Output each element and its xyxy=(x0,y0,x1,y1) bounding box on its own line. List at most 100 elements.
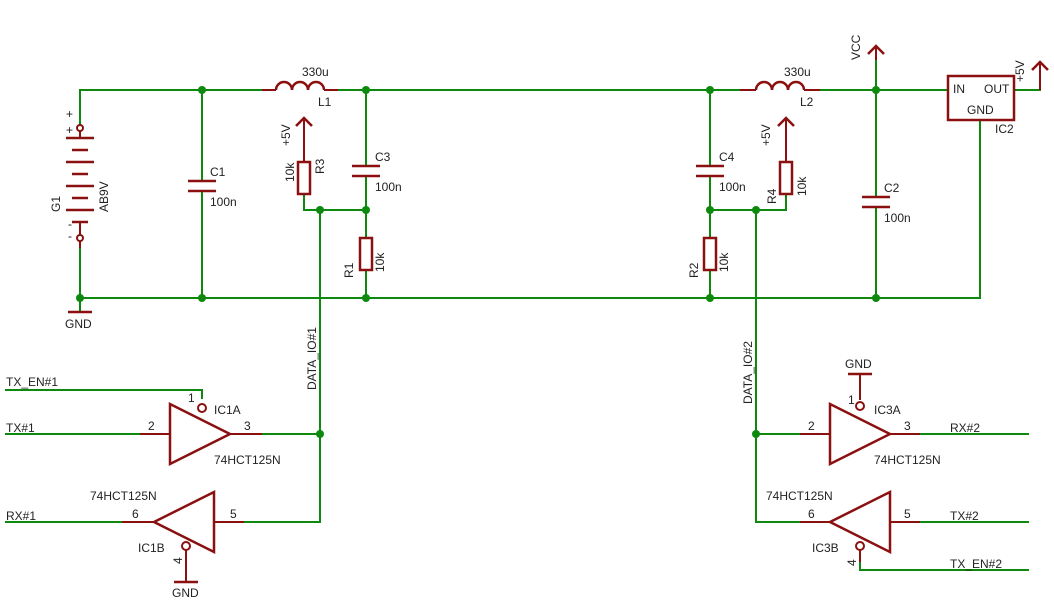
c1-value-label: 100n xyxy=(210,195,237,209)
ic1b-name-label: IC1B xyxy=(138,541,165,555)
r1-name-label: R1 xyxy=(342,262,356,278)
buffer-ic3b: 6 5 4 IC3B 74HCT125N xyxy=(766,489,920,566)
net-label-data-io1: DATA_IO#1 xyxy=(305,327,319,390)
ic1b-pin-4: 4 xyxy=(171,557,185,564)
r4-name-label: R4 xyxy=(765,188,779,204)
buffer-ic1a: 1 2 3 IC1A 74HCT125N xyxy=(140,391,281,467)
junction-dot xyxy=(706,86,714,94)
enable-bubble xyxy=(181,541,191,551)
gnd-label-left: GND xyxy=(65,317,92,331)
junction-dot xyxy=(362,294,370,302)
battery-minus-sign: - xyxy=(68,229,72,243)
ic1a-pin-3: 3 xyxy=(244,419,251,433)
r3-plus5v-label: +5V xyxy=(279,124,293,146)
wires xyxy=(5,59,1041,571)
enable-bubble xyxy=(855,401,865,411)
ic1b-pin-6: 6 xyxy=(132,507,139,521)
net-label-tx-en2: TX_EN#2 xyxy=(950,557,1002,571)
l1-value-label: 330u xyxy=(302,65,329,79)
r4-value-label: 10k xyxy=(795,176,809,196)
battery-name-label: G1 xyxy=(49,196,63,212)
ic3b-pin-5: 5 xyxy=(904,507,911,521)
net-label-rx1: RX#1 xyxy=(6,509,36,523)
l1-name-label: L1 xyxy=(318,95,332,109)
r2-value-label: 10k xyxy=(717,252,731,272)
capacitor-c1: C1 100n xyxy=(188,165,237,209)
net-label-data-io2: DATA_IO#2 xyxy=(741,341,755,404)
c4-value-label: 100n xyxy=(719,180,746,194)
wire-top-rail-left xyxy=(79,89,263,131)
ic3b-pin-4: 4 xyxy=(845,559,859,566)
junction-dot xyxy=(872,86,880,94)
ic1a-name-label: IC1A xyxy=(214,403,241,417)
gnd-label-ic3a: GND xyxy=(845,357,872,371)
junction-dot xyxy=(198,86,206,94)
ic3a-name-label: IC3A xyxy=(874,403,901,417)
c1-name-label: C1 xyxy=(210,165,226,179)
ic2-plus5v-label: +5V xyxy=(1013,60,1027,82)
junction-dot xyxy=(872,294,880,302)
ic3a-part-label: 74HCT125N xyxy=(874,453,941,467)
r2-name-label: R2 xyxy=(687,262,701,278)
battery-minus-sign-2: - xyxy=(68,217,72,231)
resistor-r3: +5V 10k R3 xyxy=(279,116,327,196)
r4-plus5v-label: +5V xyxy=(759,124,773,146)
net-label-tx2: TX#2 xyxy=(950,509,979,523)
ic3a-pin-3: 3 xyxy=(904,419,911,433)
c3-value-label: 100n xyxy=(375,180,402,194)
net-label-tx-en1: TX_EN#1 xyxy=(6,375,58,389)
junction-dot xyxy=(752,430,760,438)
wire-tx-en1 xyxy=(5,389,203,399)
junction-dot xyxy=(316,206,324,214)
net-label-tx1: TX#1 xyxy=(6,421,35,435)
junction-dot xyxy=(198,294,206,302)
resistor-r4: +5V R4 10k xyxy=(759,116,809,204)
junction-dot xyxy=(706,206,714,214)
junction-dot xyxy=(752,206,760,214)
vcc-supply: VCC xyxy=(849,34,885,60)
net-label-rx2: RX#2 xyxy=(950,421,980,435)
buffer-ic3a: 1 2 3 IC3A 74HCT125N GND xyxy=(800,357,941,467)
enable-bubble xyxy=(855,541,865,551)
junction-dot xyxy=(76,294,84,302)
resistor-r1: R1 10k xyxy=(342,236,387,278)
buffer-ic1b: 6 5 4 IC1B 74HCT125N GND xyxy=(90,489,244,600)
wire-tx-en2 xyxy=(859,561,1029,571)
battery-terminal-minus xyxy=(76,234,84,242)
battery-plus-sign: + xyxy=(66,107,73,121)
r1-value-label: 10k xyxy=(373,252,387,272)
l2-name-label: L2 xyxy=(800,95,814,109)
ic3b-part-label: 74HCT125N xyxy=(766,489,833,503)
ic2-in-label: IN xyxy=(953,82,965,96)
c2-name-label: C2 xyxy=(884,181,900,195)
vcc-label: VCC xyxy=(849,34,863,60)
capacitor-c2: C2 100n xyxy=(862,181,911,225)
c4-name-label: C4 xyxy=(719,150,735,164)
inductor-l1: 330u L1 xyxy=(262,65,338,109)
battery-plus-sign-2: + xyxy=(66,123,73,137)
junction-dot xyxy=(362,206,370,214)
regulator-ic2: IN OUT GND IC2 +5V xyxy=(946,60,1049,136)
gnd-symbol-left: GND xyxy=(65,310,92,331)
ic3b-pin-6: 6 xyxy=(808,507,815,521)
l2-value-label: 330u xyxy=(784,65,811,79)
gnd-label-ic1b: GND xyxy=(172,586,199,600)
capacitor-c4: C4 100n xyxy=(696,150,746,194)
ic2-name-label: IC2 xyxy=(995,122,1014,136)
c2-value-label: 100n xyxy=(884,211,911,225)
junction-dot xyxy=(316,430,324,438)
ic1b-pin-5: 5 xyxy=(230,507,237,521)
battery-type-label: AB9V xyxy=(97,181,111,212)
ic1a-pin-1: 1 xyxy=(188,391,195,405)
resistor-r2: R2 10k xyxy=(687,236,731,278)
enable-bubble xyxy=(197,403,207,413)
ic2-out-label: OUT xyxy=(984,82,1010,96)
r3-name-label: R3 xyxy=(313,158,327,174)
c3-name-label: C3 xyxy=(375,150,391,164)
junction-dot xyxy=(362,86,370,94)
battery-terminal-plus xyxy=(76,124,84,132)
battery-g1: + + - - G1 AB9V xyxy=(49,107,111,248)
ic2-gnd-label: GND xyxy=(967,103,994,117)
ic3b-name-label: IC3B xyxy=(812,541,839,555)
